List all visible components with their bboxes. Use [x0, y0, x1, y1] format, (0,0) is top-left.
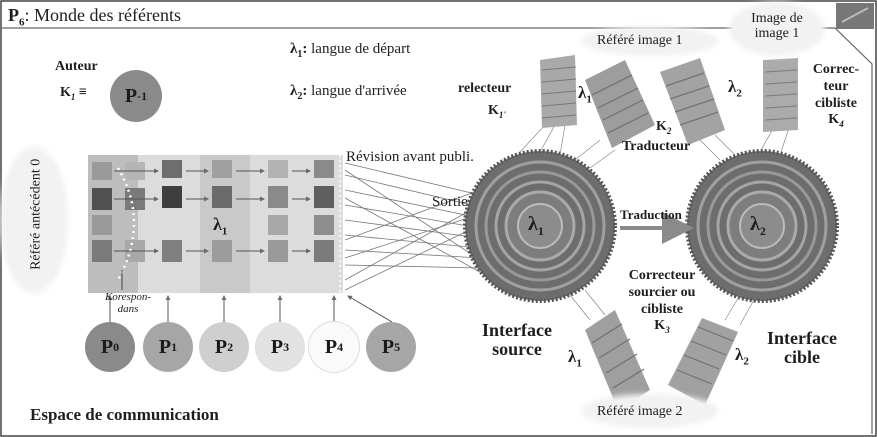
referent-matrix	[88, 155, 343, 293]
correcteur-cibliste-label: Correc- teur cibliste K4	[812, 62, 860, 130]
matrix-lambda: λ1	[213, 214, 228, 238]
traducteur-label: Traducteur	[622, 139, 691, 154]
wheel-spokes	[519, 124, 791, 326]
cloud-refere-image2	[585, 398, 715, 424]
source-wheel	[463, 149, 617, 303]
cloud-image-de-image	[733, 6, 821, 52]
page-title: P6: Monde des référents	[8, 5, 181, 29]
lambda-label-top-right: λ2	[728, 77, 742, 100]
auteur-k: K1 ≡	[60, 85, 87, 102]
cloud-refere-antecedent	[4, 150, 64, 290]
cloud-refere-image1	[585, 30, 715, 52]
lambda-label-top-left: λ1	[578, 83, 592, 106]
inner-frame	[2, 27, 873, 434]
relecteur-label: relecteur	[458, 81, 512, 96]
traduction-label: Traduction	[620, 207, 682, 222]
lambda-label-bottom-right: λ2	[735, 345, 749, 368]
target-wheel	[685, 149, 839, 303]
refere-image1-label: Référé image 1	[597, 33, 683, 48]
legend-lambda1: λ1: langue de départ	[290, 41, 411, 60]
revision-label: Révision avant publi.	[346, 149, 474, 165]
person-arrows	[107, 295, 393, 323]
target-wheel-lambda: λ2	[750, 213, 766, 238]
sortie-label: Sortie	[432, 194, 468, 210]
translator-blocks	[540, 55, 798, 410]
auteur-label: Auteur	[55, 59, 98, 74]
relecteur-k: K1'	[488, 103, 506, 120]
korespondans-label: Korespon- dans	[104, 291, 152, 315]
corner-image-mark	[841, 7, 869, 23]
traducteur-k: K2	[656, 119, 672, 136]
correcteur-sourcier-label: Correcteur sourcier ou cibliste K3	[628, 268, 696, 336]
lambda-label-bottom-left: λ1	[568, 347, 582, 370]
source-wheel-lambda: λ1	[528, 213, 544, 238]
refere-antecedent-label: Référé antécédent 0	[28, 158, 44, 270]
footer-label: Espace de communication	[30, 405, 219, 424]
auteur-circle: P-1	[110, 70, 162, 122]
fan-lines	[344, 162, 481, 291]
legend-lambda2: λ2: langue d'arrivée	[290, 83, 407, 102]
refere-image2-label: Référé image 2	[597, 404, 683, 419]
